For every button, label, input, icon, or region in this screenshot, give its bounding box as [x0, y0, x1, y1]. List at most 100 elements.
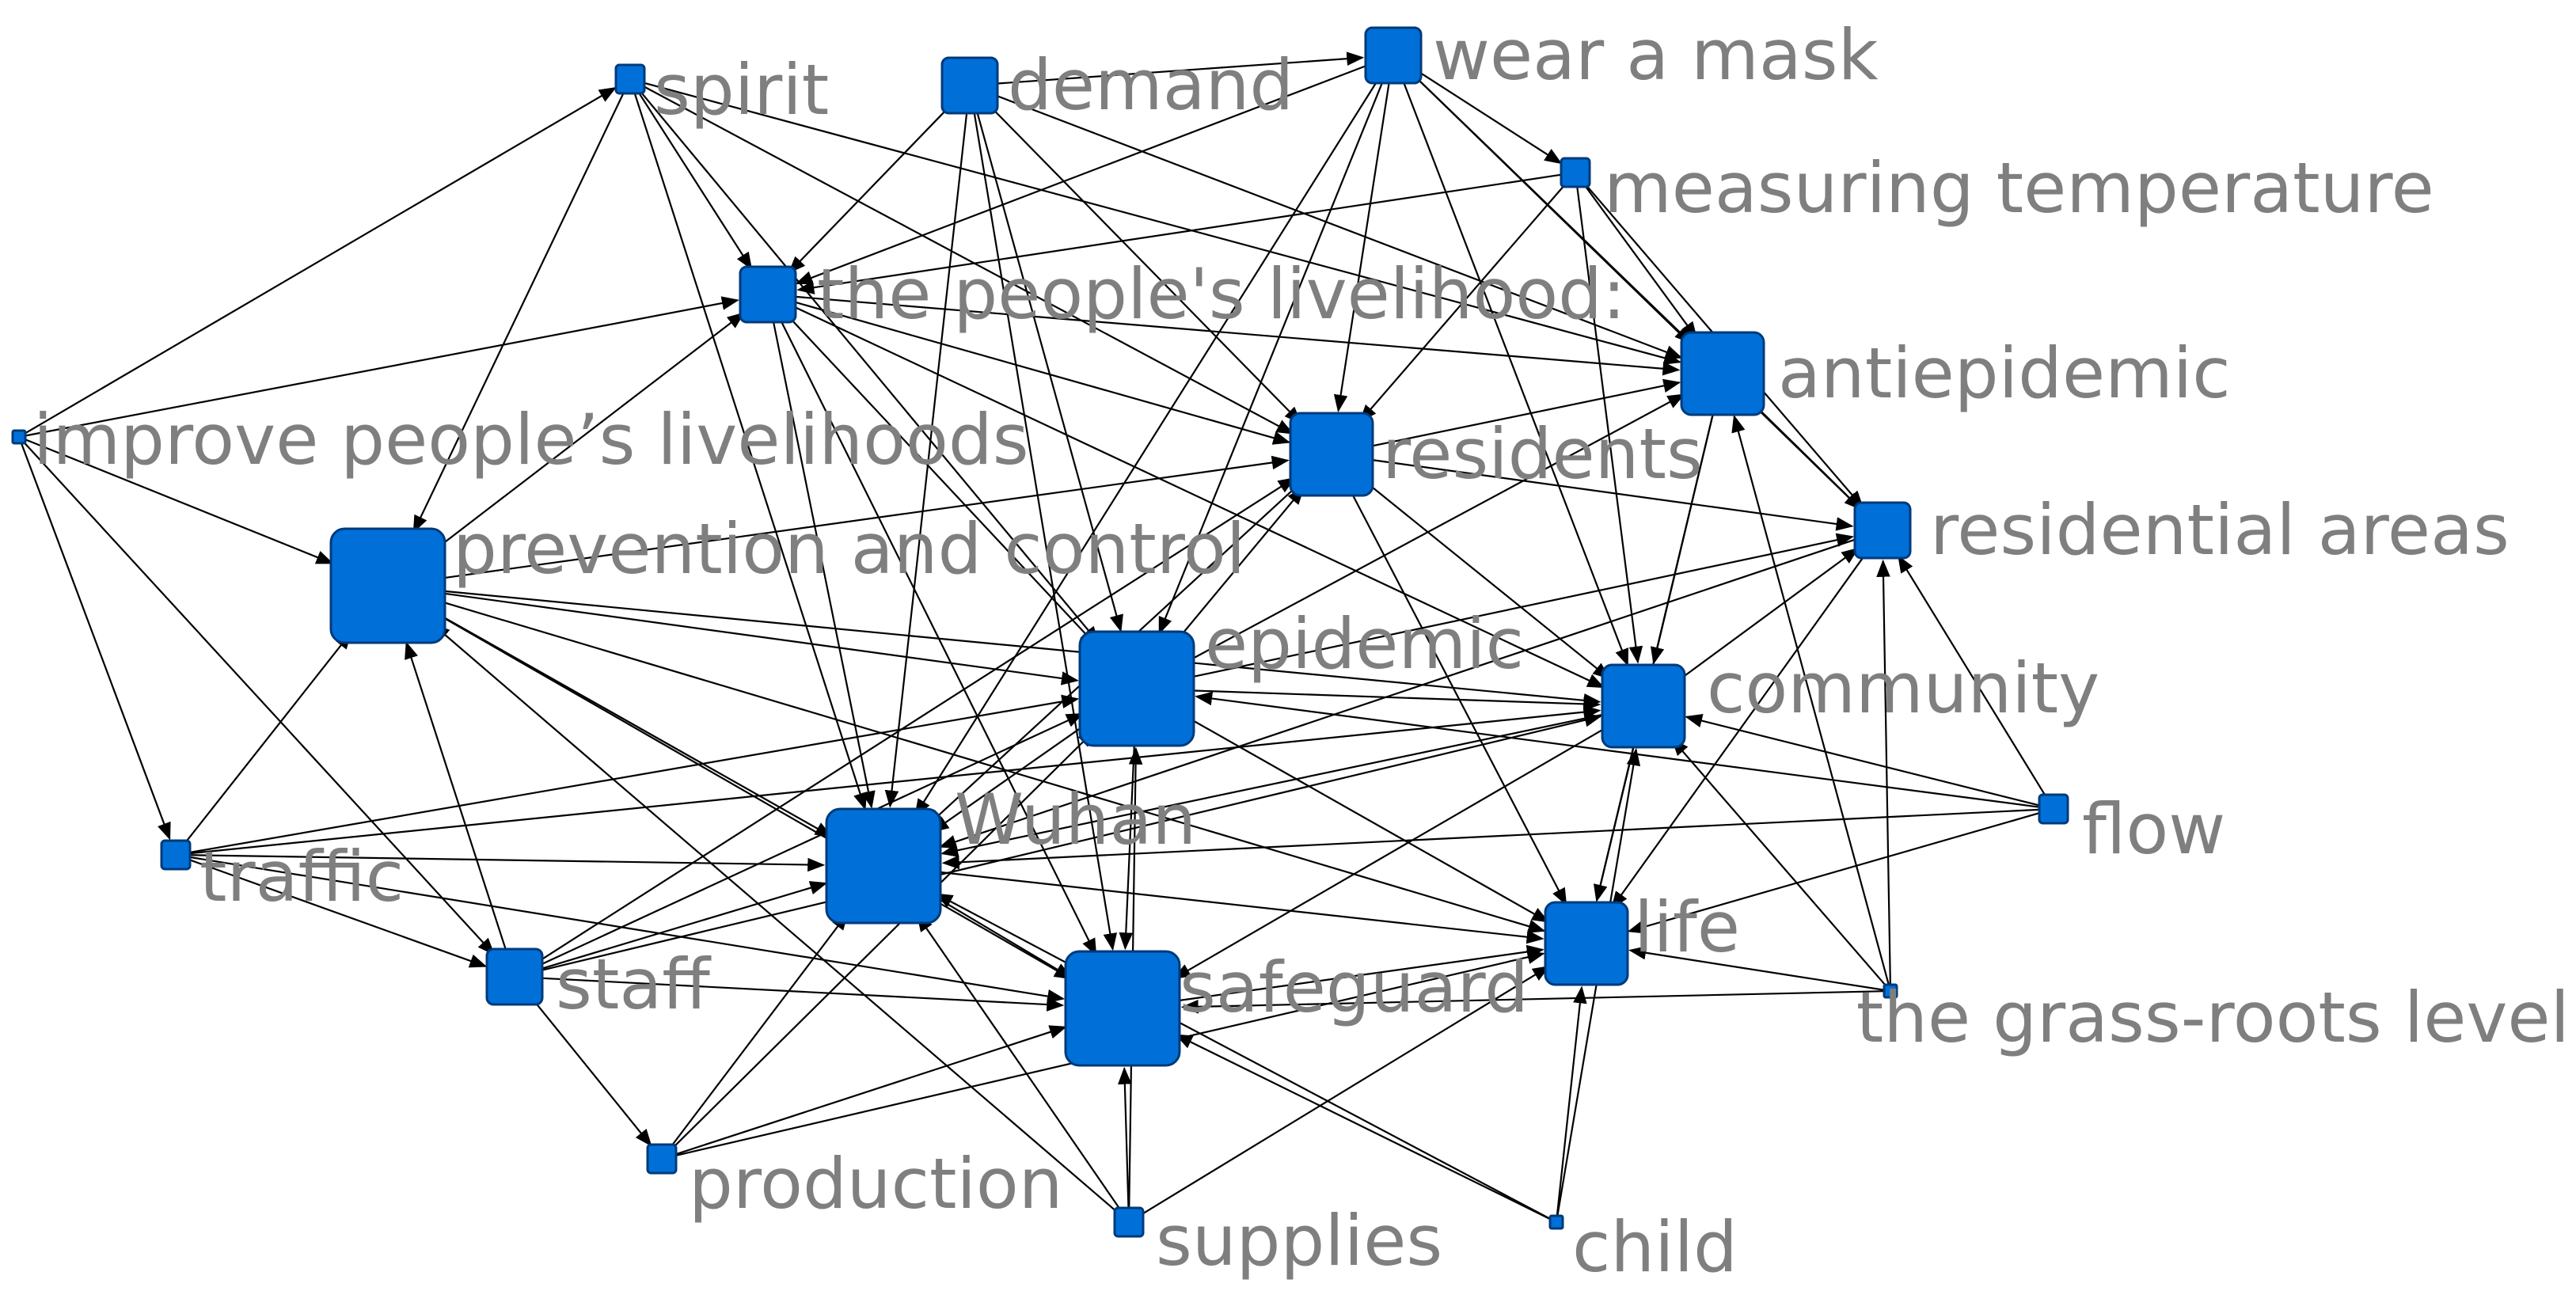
- edge-layer: [20, 51, 2047, 1221]
- edge-livelihood-community: [792, 305, 1605, 689]
- edge-supplies-life: [1140, 965, 1551, 1216]
- edge-grass-anti: [1731, 414, 1890, 985]
- edge-safeguard-life: [1179, 944, 1544, 1002]
- edge-residents-areas: [1372, 459, 1854, 531]
- node-community[interactable]: [1601, 663, 1686, 749]
- edge-staff-production: [531, 997, 652, 1147]
- edge-mask-epidemic: [1158, 81, 1384, 635]
- edge-flow-community: [1685, 713, 2040, 807]
- edge-improve-spirit: [24, 87, 617, 435]
- node-wuhan[interactable]: [825, 807, 942, 925]
- edge-prevention-life: [442, 601, 1546, 933]
- edge-prevention-livelihood: [432, 312, 745, 552]
- edge-epidemic-anti: [1186, 393, 1685, 663]
- node-label-mask: wear a mask: [1433, 14, 1879, 96]
- node-label-safeguard: safeguard: [1180, 947, 1529, 1028]
- edge-prevention-wuhan: [437, 613, 833, 837]
- node-grass[interactable]: [1883, 983, 1898, 999]
- edge-livelihood-residents: [794, 301, 1291, 445]
- node-production[interactable]: [646, 1143, 678, 1175]
- edge-epidemic-residents: [1172, 487, 1305, 646]
- edge-temp-residents: [1359, 182, 1567, 423]
- node-safeguard[interactable]: [1064, 950, 1181, 1067]
- edge-epidemic-areas: [1192, 533, 1855, 678]
- edge-livelihood-anti: [795, 295, 1681, 376]
- node-traffic[interactable]: [160, 839, 192, 871]
- edge-flow-epidemic: [1195, 691, 2040, 808]
- edge-areas-life: [1611, 552, 1867, 909]
- node-prevention[interactable]: [329, 527, 446, 644]
- edge-traffic-wuhan: [189, 854, 826, 872]
- node-label-life: life: [1634, 887, 1740, 968]
- edge-community-life: [1594, 746, 1635, 902]
- node-mask[interactable]: [1364, 26, 1423, 85]
- edge-flow-areas: [1898, 555, 2047, 798]
- edge-production-wuhan: [669, 912, 849, 1149]
- node-staff[interactable]: [485, 947, 544, 1006]
- edge-temp-livelihood: [796, 173, 1562, 294]
- edge-improve-prevention: [25, 438, 334, 564]
- edge-staff-prevention: [405, 641, 507, 951]
- node-label-wuhan: Wuhan: [955, 779, 1196, 860]
- edge-prevention-community: [444, 590, 1601, 708]
- node-label-temp: measuring temperature: [1604, 147, 2434, 229]
- edge-production-epidemic: [671, 729, 1096, 1150]
- edge-prevention-residents: [444, 455, 1290, 579]
- edge-mask-anti: [1412, 74, 1693, 344]
- edge-areas-wuhan: [938, 538, 1857, 849]
- edge-mask-wuhan: [914, 78, 1380, 817]
- edge-mask-residents: [1333, 82, 1390, 412]
- node-label-grass: the grass-roots level: [1856, 977, 2570, 1058]
- node-label-prevention: prevention and control: [453, 508, 1245, 590]
- edge-prevention-safeguard: [436, 613, 1073, 980]
- node-label-improve: improve people’s livelihoods: [33, 399, 1029, 480]
- edge-demand-anti: [995, 94, 1683, 359]
- node-child[interactable]: [1548, 1214, 1564, 1230]
- edge-temp-community: [1576, 186, 1643, 664]
- node-label-flow: flow: [2082, 788, 2225, 870]
- node-temp[interactable]: [1560, 157, 1591, 188]
- node-anti[interactable]: [1680, 331, 1765, 416]
- node-layer: [11, 26, 2069, 1238]
- node-label-epidemic: epidemic: [1205, 603, 1524, 685]
- edge-child-life: [1556, 985, 1587, 1217]
- edge-community-areas: [1676, 547, 1860, 683]
- edge-mask-community: [1402, 81, 1629, 666]
- edge-wuhan-safeguard: [932, 894, 1073, 979]
- edge-residents-life: [1350, 490, 1567, 906]
- node-livelihood[interactable]: [739, 265, 797, 324]
- edge-mask-livelihood: [795, 64, 1368, 285]
- edge-mask-temp: [1415, 70, 1563, 165]
- edge-community-safeguard: [1172, 726, 1609, 979]
- node-label-traffic: traffic: [199, 836, 404, 917]
- node-flow[interactable]: [2038, 793, 2069, 825]
- node-label-areas: residential areas: [1930, 489, 2510, 571]
- node-label-anti: antiepidemic: [1778, 332, 2231, 414]
- edge-demand-residents: [988, 104, 1302, 424]
- edge-demand-epidemic: [976, 112, 1123, 632]
- node-improve[interactable]: [11, 429, 27, 445]
- edge-traffic-community: [189, 704, 1601, 855]
- node-life[interactable]: [1544, 901, 1629, 986]
- edge-spirit-prevention: [412, 91, 625, 533]
- node-label-spirit: spirit: [654, 49, 829, 131]
- node-residents[interactable]: [1289, 412, 1374, 497]
- edge-grass-life: [1628, 946, 1885, 991]
- node-supplies[interactable]: [1113, 1206, 1145, 1238]
- edge-supplies-prevention: [431, 624, 1119, 1214]
- node-epidemic[interactable]: [1078, 630, 1195, 747]
- edge-spirit-epidemic: [638, 89, 1100, 644]
- node-spirit[interactable]: [614, 63, 646, 95]
- edge-demand-wuhan: [884, 112, 968, 808]
- node-label-residents: residents: [1382, 413, 1703, 495]
- node-label-livelihood: the people's livelihood:: [817, 253, 1626, 335]
- node-areas[interactable]: [1853, 501, 1912, 560]
- edge-staff-epidemic: [539, 712, 1085, 966]
- edge-epidemic-community: [1193, 689, 1601, 712]
- node-label-production: production: [689, 1143, 1063, 1225]
- edge-residents-community: [1362, 479, 1611, 680]
- edge-staff-wuhan: [541, 881, 828, 970]
- node-demand[interactable]: [940, 56, 999, 115]
